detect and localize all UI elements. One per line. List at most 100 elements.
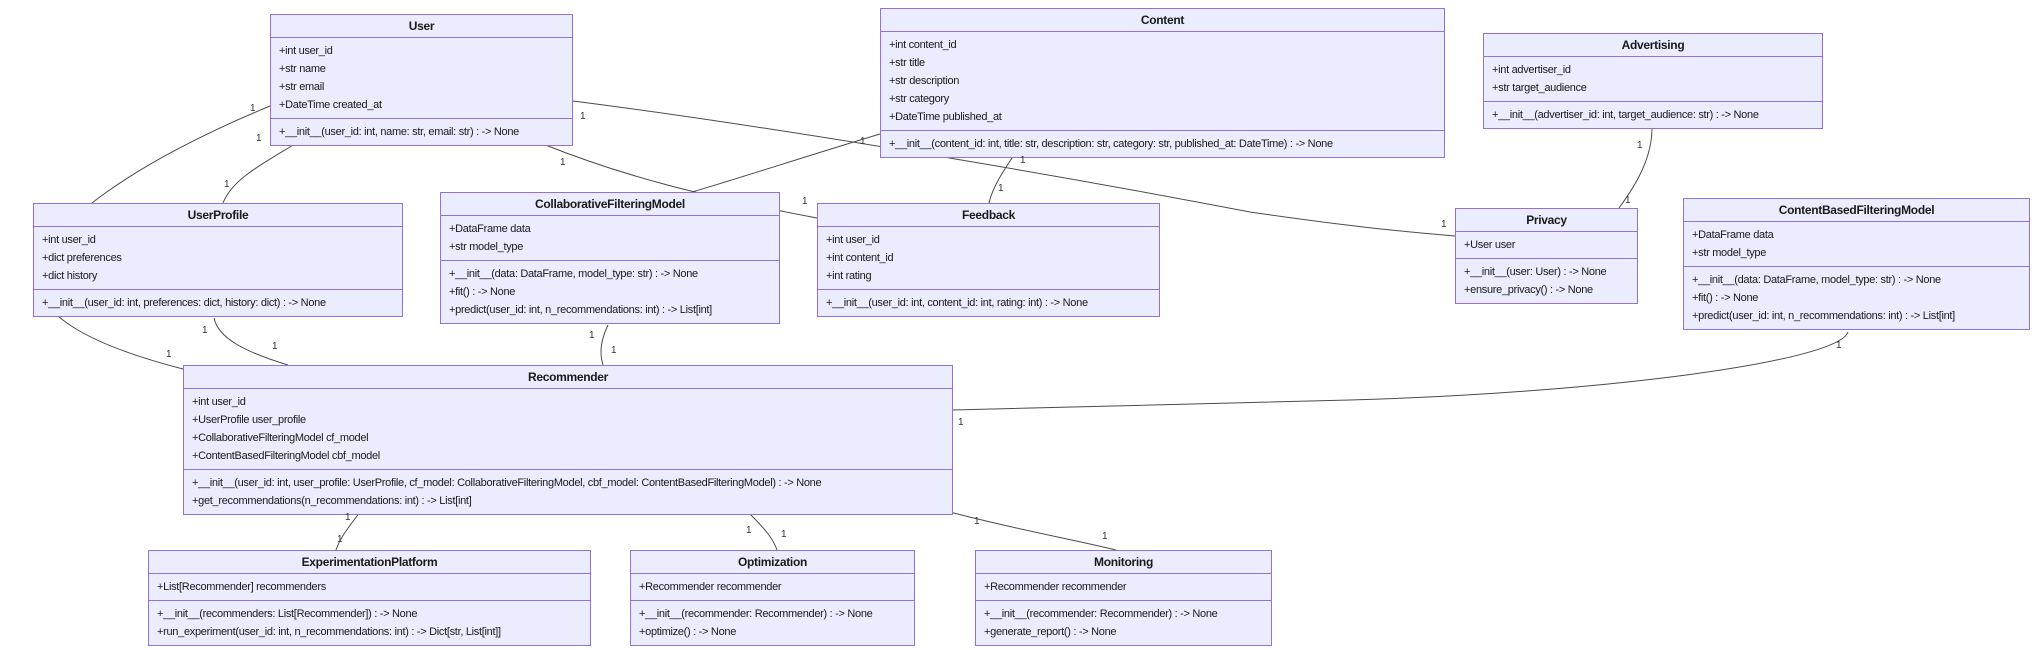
class-methods: +__init__(recommender: Recommender) : ->… xyxy=(976,601,1271,645)
method-row: +__init__(user: User) : -> None xyxy=(1464,266,1607,278)
attribute-row: +int rating xyxy=(826,270,872,282)
class-box-experimentationplatform: ExperimentationPlatform +List[Recommende… xyxy=(148,550,591,646)
class-methods: +__init__(recommender: Recommender) : ->… xyxy=(631,601,914,645)
attribute-row: +str category xyxy=(889,93,949,105)
attribute-row: +str email xyxy=(279,81,324,93)
attribute-row: +int user_id xyxy=(826,234,880,246)
attribute-row: +int user_id xyxy=(42,234,96,246)
class-methods: +__init__(user: User) : -> None +ensure_… xyxy=(1456,259,1637,303)
class-title: UserProfile xyxy=(34,204,402,227)
class-attributes: +Recommender recommender xyxy=(976,574,1271,601)
class-title: Monitoring xyxy=(976,551,1271,574)
class-methods: +__init__(content_id: int, title: str, d… xyxy=(881,131,1444,157)
class-attributes: +List[Recommender] recommenders xyxy=(149,574,590,601)
attribute-row: +int content_id xyxy=(826,252,894,264)
edge-advertising-privacy xyxy=(1618,127,1653,209)
method-row: +fit() : -> None xyxy=(449,286,516,298)
multiplicity-label: 1 xyxy=(250,103,256,114)
edge-userprofile-recommender xyxy=(213,317,289,366)
class-box-content: Content +int content_id +str title +str … xyxy=(880,8,1445,158)
attribute-row: +int user_id xyxy=(279,45,333,57)
class-box-monitoring: Monitoring +Recommender recommender +__i… xyxy=(975,550,1272,646)
class-title: Recommender xyxy=(184,366,952,389)
multiplicity-label: 1 xyxy=(860,136,866,147)
class-title: Content xyxy=(881,9,1444,32)
multiplicity-label: 1 xyxy=(1102,531,1108,542)
method-row: +__init__(data: DataFrame, model_type: s… xyxy=(449,268,698,280)
class-attributes: +int user_id +int content_id +int rating xyxy=(818,227,1159,290)
method-row: +__init__(recommenders: List[Recommender… xyxy=(157,608,418,620)
attribute-row: +ContentBasedFilteringModel cbf_model xyxy=(192,450,380,462)
method-row: +predict(user_id: int, n_recommendations… xyxy=(1692,310,1955,322)
method-row: +optimize() : -> None xyxy=(639,626,737,638)
method-row: +__init__(content_id: int, title: str, d… xyxy=(889,138,1333,150)
attribute-row: +DateTime created_at xyxy=(279,99,382,111)
attribute-row: +str target_audience xyxy=(1492,82,1587,94)
method-row: +__init__(advertiser_id: int, target_aud… xyxy=(1492,109,1759,121)
attribute-row: +int advertiser_id xyxy=(1492,64,1571,76)
method-row: +__init__(user_id: int, preferences: dic… xyxy=(42,297,326,309)
method-row: +fit() : -> None xyxy=(1692,292,1759,304)
edge-recommender-experimentationplatform xyxy=(335,511,361,551)
class-methods: +__init__(data: DataFrame, model_type: s… xyxy=(1684,267,2029,329)
multiplicity-label: 1 xyxy=(272,341,278,352)
class-methods: +__init__(data: DataFrame, model_type: s… xyxy=(441,261,779,323)
attribute-row: +int user_id xyxy=(192,396,246,408)
multiplicity-label: 1 xyxy=(802,196,808,207)
attribute-row: +dict history xyxy=(42,270,98,282)
method-row: +__init__(data: DataFrame, model_type: s… xyxy=(1692,274,1941,286)
multiplicity-label: 1 xyxy=(1625,195,1631,206)
class-attributes: +User user xyxy=(1456,232,1637,259)
attribute-row: +str title xyxy=(889,57,925,69)
class-title: ExperimentationPlatform xyxy=(149,551,590,574)
multiplicity-label: 1 xyxy=(958,417,964,428)
method-row: +__init__(recommender: Recommender) : ->… xyxy=(639,608,873,620)
attribute-row: +str description xyxy=(889,75,960,87)
attribute-row: +Recommender recommender xyxy=(639,581,782,593)
attribute-row: +DataFrame data xyxy=(1692,229,1774,241)
multiplicity-label: 1 xyxy=(589,330,595,341)
class-title: Advertising xyxy=(1484,34,1822,57)
multiplicity-label: 1 xyxy=(746,525,752,536)
class-methods: +__init__(advertiser_id: int, target_aud… xyxy=(1484,102,1822,128)
edge-user-userprofile xyxy=(222,143,296,204)
multiplicity-label: 1 xyxy=(345,512,351,523)
class-attributes: +int user_id +UserProfile user_profile +… xyxy=(184,389,952,470)
edge-contentbasedfilteringmodel-recommender xyxy=(952,331,1849,411)
attribute-row: +str model_type xyxy=(1692,247,1767,259)
multiplicity-label: 1 xyxy=(256,133,262,144)
multiplicity-label: 1 xyxy=(1020,155,1026,166)
class-box-optimization: Optimization +Recommender recommender +_… xyxy=(630,550,915,646)
multiplicity-label: 1 xyxy=(1836,340,1842,351)
method-row: +predict(user_id: int, n_recommendations… xyxy=(449,304,712,316)
attribute-row: +List[Recommender] recommenders xyxy=(157,581,326,593)
class-title: ContentBasedFilteringModel xyxy=(1684,199,2029,222)
class-title: Privacy xyxy=(1456,209,1637,232)
class-box-privacy: Privacy +User user +__init__(user: User)… xyxy=(1455,208,1638,304)
multiplicity-label: 1 xyxy=(202,325,208,336)
multiplicity-label: 1 xyxy=(166,349,172,360)
attribute-row: +str name xyxy=(279,63,326,75)
method-row: +__init__(user_id: int, name: str, email… xyxy=(279,126,519,138)
class-attributes: +Recommender recommender xyxy=(631,574,914,601)
multiplicity-label: 1 xyxy=(781,529,787,540)
attribute-row: +Recommender recommender xyxy=(984,581,1127,593)
multiplicity-label: 1 xyxy=(998,183,1004,194)
method-row: +__init__(user_id: int, user_profile: Us… xyxy=(192,477,822,489)
class-methods: +__init__(user_id: int, content_id: int,… xyxy=(818,290,1159,316)
method-row: +ensure_privacy() : -> None xyxy=(1464,284,1593,296)
multiplicity-label: 1 xyxy=(1441,219,1447,230)
method-row: +run_experiment(user_id: int, n_recommen… xyxy=(157,626,501,638)
class-attributes: +int user_id +dict preferences +dict his… xyxy=(34,227,402,290)
class-attributes: +int user_id +str name +str email +DateT… xyxy=(271,38,572,119)
method-row: +generate_report() : -> None xyxy=(984,626,1117,638)
multiplicity-label: 1 xyxy=(580,111,586,122)
class-box-userprofile: UserProfile +int user_id +dict preferenc… xyxy=(33,203,403,317)
multiplicity-label: 1 xyxy=(974,516,980,527)
attribute-row: +DataFrame data xyxy=(449,223,531,235)
method-row: +__init__(user_id: int, content_id: int,… xyxy=(826,297,1088,309)
method-row: +__init__(recommender: Recommender) : ->… xyxy=(984,608,1218,620)
edge-user-privacy xyxy=(572,100,1456,237)
class-title: Optimization xyxy=(631,551,914,574)
multiplicity-label: 1 xyxy=(560,157,566,168)
